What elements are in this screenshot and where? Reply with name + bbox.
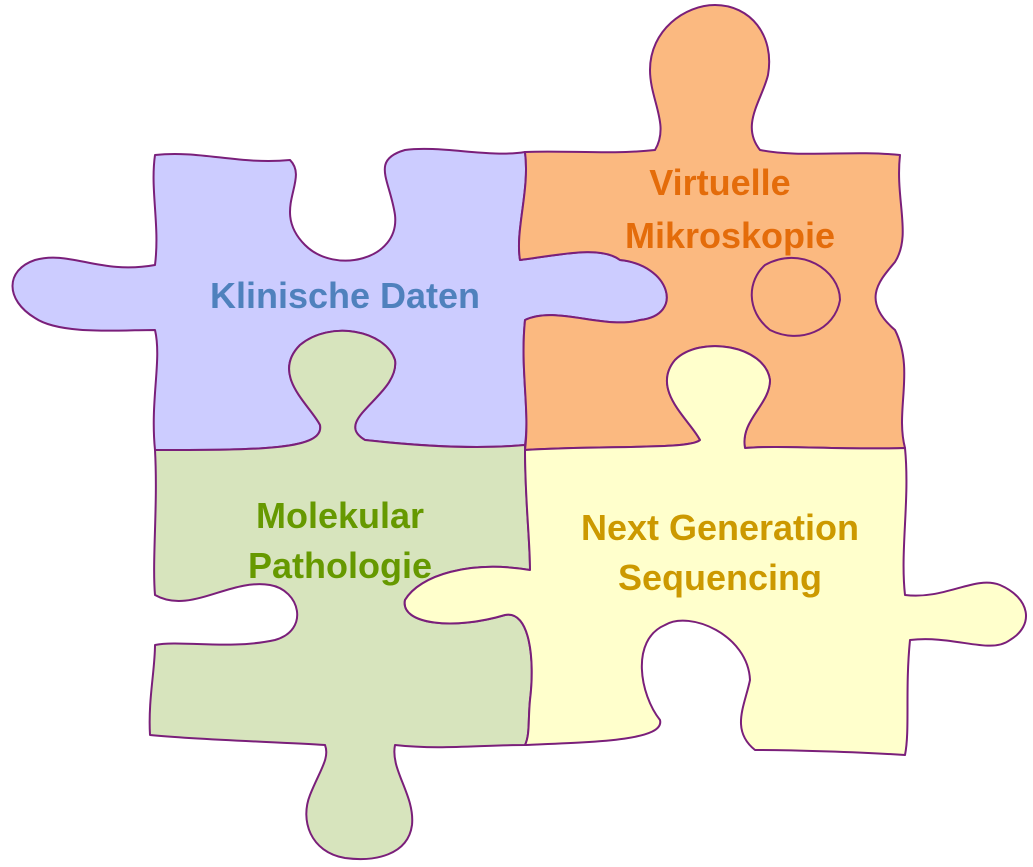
- label-molekular-pathologie-line1: Molekular: [256, 495, 424, 536]
- label-molekular-pathologie-line2: Pathologie: [248, 545, 432, 586]
- puzzle-piece-next-generation-sequencing-shape: [403, 345, 1027, 756]
- label-virtuelle-mikroskopie-line2: Mikroskopie: [625, 215, 835, 256]
- puzzle-piece-next-generation-sequencing: [403, 345, 1027, 756]
- label-virtuelle-mikroskopie-line1: Virtuelle: [649, 162, 790, 203]
- label-next-generation-sequencing-line1: Next Generation: [581, 507, 859, 548]
- puzzle-piece-molekular-pathologie: [148, 329, 533, 860]
- puzzle-piece-molekular-pathologie-shape: [148, 329, 533, 860]
- label-next-generation-sequencing-line2: Sequencing: [618, 557, 822, 598]
- label-klinische-daten: Klinische Daten: [210, 275, 480, 316]
